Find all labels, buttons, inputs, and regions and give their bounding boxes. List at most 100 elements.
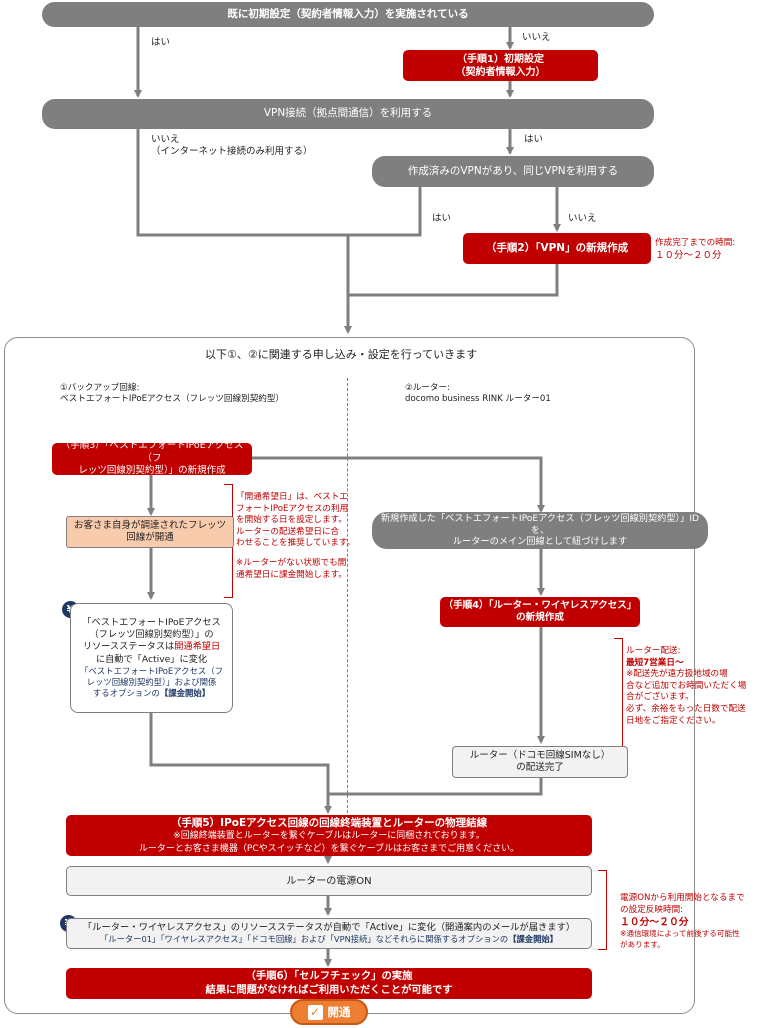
step2-note-line2: １０分〜２０分 [655,249,722,261]
question-existing-vpn: 作成済みのVPNがあり、同じVPNを利用する [372,156,654,187]
step3-note-line: ルーターの配送希望日に合 [236,526,340,537]
answer-no-vpn: いいえ （インターネット接続のみ利用する） [151,134,313,159]
connector-step2 [348,264,559,297]
step4-note-line: ルーター配送: [626,646,681,656]
column-divider [347,378,348,818]
active-line2-billing: 【課金開始】 [508,934,558,945]
step5-line2: ※回線終端装置とルーターを繋ぐケーブルはルーターに同梱されております。 [173,831,485,842]
step6-line2: 結果に問題がなければご利用いただくことが可能です [205,983,453,996]
kaitsu-label: 開通 [327,1005,351,1019]
status-line2: （フレッツ回線別契約型）」の [89,629,214,641]
step6-line1: （手順6）「セルフチェック」の実施 [245,970,413,983]
step4-note-line: ※配送先が遠方扱地域の場 [626,669,728,680]
activation-note-line: １０分〜２０分 [620,917,689,929]
step4-line2: の新規作成 [516,612,564,623]
status-line3-a: リソースステータスは [82,641,175,653]
delivery-line1: ルーター（ドコモ回線SIMなし） [469,749,611,761]
link-box: 新規作成した「ベストエフォートIPoEアクセス（フレッツ回線別契約型）」IDを、… [372,512,708,549]
question-vpn-text: VPN接続（拠点間通信）を利用する [263,107,433,120]
step3-note-line: を開始する日を設定します。 [236,515,347,526]
step3-line1: （手順3）「ベストエフォートIPoEアクセス（フ [60,440,244,464]
delivery-line2: の配送完了 [516,762,564,773]
answer-no-existing: いいえ [568,213,597,224]
status-line3: リソースステータスは開通希望日 [83,641,220,653]
step3-note-line: 通希望日に課金開始します。 [236,569,347,580]
question-initial-setup: 既に初期設定（契約者情報入力）を実施されている [42,2,654,27]
step3-note-line: わせることを推奨しています。 [236,538,356,549]
step2-note-line1: 作成完了までの時間: [655,238,736,248]
step1-box: （手順1）初期設定 （契約者情報入力） [403,50,598,81]
customer-line-box: お客さま自身が調達されたフレッツ 回線が開通 [66,516,234,548]
status-line5: 「ベストエフォートIPoEアクセス（フ [79,665,223,676]
activation-note-bracket [598,870,607,950]
answer-yes-initial: はい [151,37,171,48]
answer-yes-vpn: はい [524,134,544,145]
step3-line2: レッツ回線別契約型）」の新規作成 [78,465,226,477]
step2-box: （手順2）「VPN」の新規作成 [463,233,651,264]
answer-no-vpn-line1: いいえ [151,134,180,145]
active-line2: 「ルーター01」「ワイヤレスアクセス」「ドコモ回線」および「VPN接続」などそれ… [100,934,558,945]
step4-note-bracket [614,638,623,748]
check-icon: ✓ [307,1004,323,1020]
step1-line1: （手順1）初期設定 [457,53,544,65]
question-vpn: VPN接続（拠点間通信）を利用する [42,99,654,129]
step5-title: （手順5）IPoEアクセス回線の回線終端装置とルーターの物理結線 [170,817,488,830]
answer-yes-existing: はい [432,213,452,224]
status-line7-a: するオプションの [92,687,160,698]
step4-note-line: 最短7営業日〜 [626,657,684,668]
activation-note: 電源ONから利用開始となるまで の設定反映時間: １０分〜２０分 ※通信環境によ… [620,893,762,950]
active-line2-a: 「ルーター01」「ワイヤレスアクセス」「ドコモ回線」および「VPN接続」などそれ… [100,934,509,945]
activation-note-line: があります。 [620,939,665,949]
delivery-box: ルーター（ドコモ回線SIMなし） の配送完了 [452,746,628,778]
step3-note-spacer [236,550,366,558]
status-line7: するオプションの【課金開始】 [93,688,210,699]
active-line1: 「ルーター・ワイヤレスアクセス」のリソースステータスが自動で「Active」に変… [82,922,576,934]
right-head-line1: ②ルーター: [405,383,450,393]
right-head-line2: docomo business RINK ルーター01 [405,394,551,405]
step6-box: （手順6）「セルフチェック」の実施 結果に問題がなければご利用いただくことが可能… [66,968,592,999]
step3-note-line: 「開通希望日」は、ベストエ [236,492,348,502]
left-head-line2: ベストエフォートIPoEアクセス（フレッツ回線別契約型） [60,394,285,405]
left-head-line1: ①バックアップ回線: [60,383,140,393]
power-on-box: ルーターの電源ON [66,866,592,896]
step4-note-line: 合など追加でお時間いただく場 [626,680,747,691]
active-box: 「ルーター・ワイヤレスアクセス」のリソースステータスが自動で「Active」に変… [66,918,592,949]
right-column-head: ②ルーター: docomo business RINK ルーター01 [405,383,551,405]
step5-box: （手順5）IPoEアクセス回線の回線終端装置とルーターの物理結線 ※回線終端装置… [66,815,592,856]
connector-status-step5 [149,713,332,814]
status-line4: に自動で「Active」に変化 [95,653,208,665]
step4-box: （手順4）「ルーター・ワイヤレスアクセス」 の新規作成 [440,597,640,627]
connector-delivery-step5 [328,778,543,796]
customer-line1: お客さま自身が調達されたフレッツ [73,519,226,531]
step3-note-line: ※ルーターがない状態でも開 [236,557,347,568]
step4-note-line: 日地をご指定ください。 [626,715,721,726]
power-on-text: ルーターの電源ON [286,875,372,887]
link-line1: 新規作成した「ベストエフォートIPoEアクセス（フレッツ回線別契約型）」IDを、 [380,512,700,536]
step2-note: 作成完了までの時間: １０分〜２０分 [655,238,735,262]
status-box: 「ベストエフォートIPoEアクセス （フレッツ回線別契約型）」の リソースステー… [70,603,233,713]
frame-title: 以下①、②に関連する申し込み・設定を行っていきます [205,348,478,361]
connector-q2-no [136,128,348,237]
step2-text: （手順2）「VPN」の新規作成 [485,241,629,254]
connector-q3-yes [348,186,422,237]
activation-note-line: の設定反映時間: [620,904,684,915]
status-line7-billing: 【課金開始】 [159,687,211,698]
step1-line2: （契約者情報入力） [455,66,546,78]
answer-no-initial: いいえ [522,32,551,43]
status-line6: レッツ回線別契約型）」および関係 [86,676,217,687]
step3-note: 「開通希望日」は、ベストエ フォートIPoEアクセスの利用 を開始する日を設定し… [236,492,366,581]
step5-line3: ルーターとお客さま機器（PCやスイッチなど）を繋ぐケーブルはお客さまでご用意くだ… [138,843,520,854]
left-column-head: ①バックアップ回線: ベストエフォートIPoEアクセス（フレッツ回線別契約型） [60,383,284,405]
step4-note-line: 合がございます。 [626,692,694,703]
kaitsu-badge: ✓ 開通 [290,999,368,1025]
link-line2: ルーターのメイン回線として紐づけします [452,536,628,548]
step3-note-line: フォートIPoEアクセスの利用 [236,503,349,514]
step4-note-line: 必ず、余裕をもった日数で配送 [626,703,746,714]
customer-line2: 回線が開通 [126,532,174,543]
status-line3-date: 開通希望日 [174,641,221,653]
activation-note-line: 電源ONから利用開始となるまで [620,893,745,903]
question-initial-setup-text: 既に初期設定（契約者情報入力）を実施されている [227,7,469,20]
step3-box: （手順3）「ベストエフォートIPoEアクセス（フ レッツ回線別契約型）」の新規作… [52,440,252,477]
status-line1: 「ベストエフォートIPoEアクセス [82,617,221,629]
step4-line1: （手順4）「ルーター・ワイヤレスアクセス」 [443,599,637,611]
